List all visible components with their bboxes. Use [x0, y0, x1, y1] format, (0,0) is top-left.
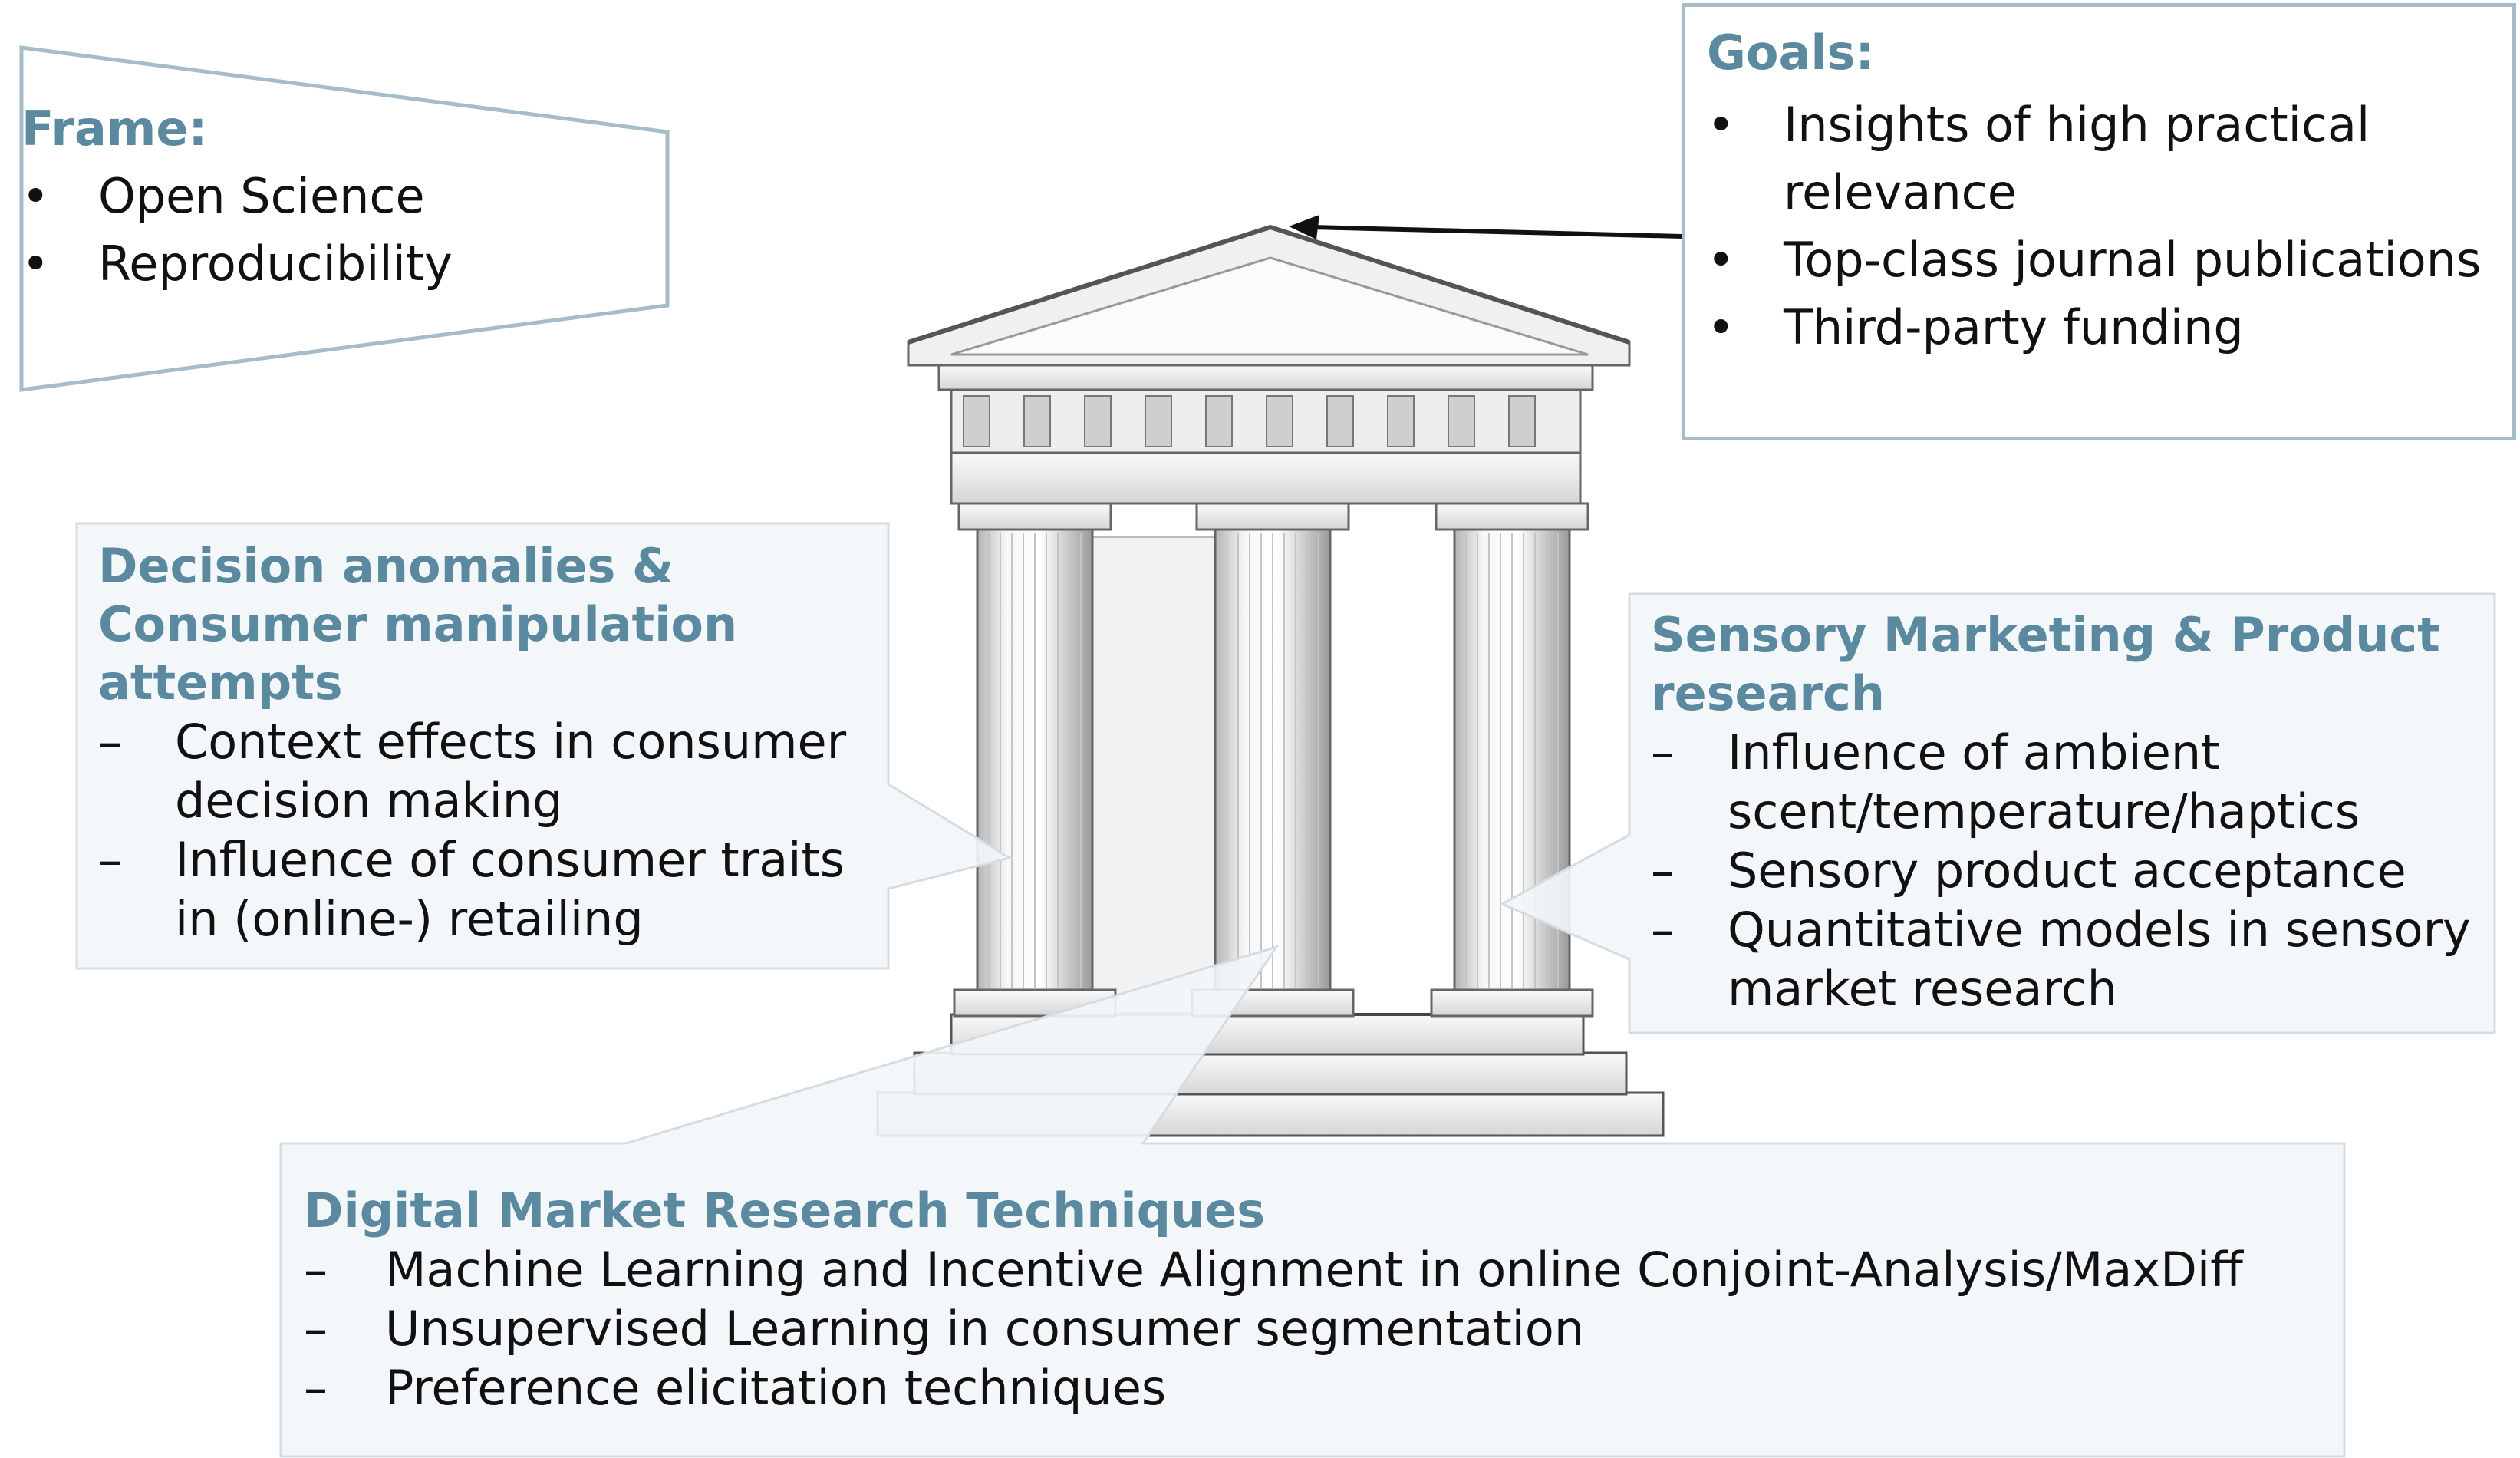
frame-list: •Open Science •Reproducibility: [21, 163, 681, 298]
sensory-item: –Quantitative models in sensory market r…: [1651, 902, 2471, 1017]
decision-heading: Decision anomalies & Consumer manipulati…: [98, 538, 738, 711]
bullet-mark: •: [21, 236, 50, 292]
frame-heading: Frame:: [21, 101, 208, 157]
decision-item: –Influence of consumer traits in (online…: [98, 832, 845, 947]
dash-mark: –: [1651, 724, 1675, 780]
sensory-list: –Influence of ambient scent/temperature/…: [1651, 723, 2495, 1018]
digital-heading: Digital Market Research Techniques: [304, 1183, 1266, 1239]
bullet-mark: •: [21, 168, 50, 224]
decision-list: –Context effects in consumer decision ma…: [98, 712, 865, 948]
temple-columns: [953, 502, 1594, 1018]
goals-heading: Goals:: [1707, 25, 1875, 81]
goals-arrow: [1289, 215, 1682, 239]
dash-mark: –: [1651, 843, 1675, 899]
digital-box: Digital Market Research Techniques –Mach…: [304, 1182, 2375, 1417]
digital-list: –Machine Learning and Incentive Alignmen…: [304, 1240, 2375, 1417]
frame-pentagon-outline: [19, 45, 670, 392]
decision-callout: [75, 522, 1013, 970]
bullet-mark: •: [1707, 232, 1735, 288]
temple-pediment: [907, 224, 1631, 367]
temple-base: [876, 1013, 1665, 1137]
digital-item: –Unsupervised Learning in consumer segme…: [304, 1301, 1585, 1357]
goals-item: •Top-class journal publications: [1707, 226, 2497, 294]
goals-list: •Insights of high practical relevance •T…: [1707, 91, 2497, 361]
goals-item: •Third-party funding: [1707, 294, 2497, 361]
digital-callout: [279, 945, 2346, 1458]
frame-item: •Open Science: [21, 163, 681, 230]
frame-box: Frame: •Open Science •Reproducibility: [21, 98, 681, 298]
temple-entablature: [937, 364, 1594, 505]
digital-item: –Machine Learning and Incentive Alignmen…: [304, 1242, 2243, 1298]
dash-mark: –: [304, 1301, 328, 1357]
goals-item: •Insights of high practical relevance: [1707, 91, 2497, 226]
frame-item: •Reproducibility: [21, 230, 681, 298]
dash-mark: –: [304, 1242, 328, 1298]
goals-box: Goals: •Insights of high practical relev…: [1682, 3, 2516, 440]
sensory-item: –Influence of ambient scent/temperature/…: [1651, 724, 2360, 840]
dash-mark: –: [304, 1360, 328, 1416]
dash-mark: –: [98, 714, 122, 770]
sensory-box: Sensory Marketing & Product research –In…: [1651, 606, 2495, 1018]
sensory-item: –Sensory product acceptance: [1651, 843, 2406, 899]
bullet-mark: •: [1707, 299, 1735, 355]
sensory-callout: [1499, 592, 2496, 1034]
bullet-mark: •: [1707, 97, 1735, 153]
dash-mark: –: [98, 832, 122, 888]
dash-mark: –: [1651, 902, 1675, 958]
sensory-heading: Sensory Marketing & Product research: [1651, 607, 2440, 721]
decision-item: –Context effects in consumer decision ma…: [98, 714, 847, 829]
decision-box: Decision anomalies & Consumer manipulati…: [98, 537, 865, 948]
digital-item: –Preference elicitation techniques: [304, 1360, 1167, 1416]
